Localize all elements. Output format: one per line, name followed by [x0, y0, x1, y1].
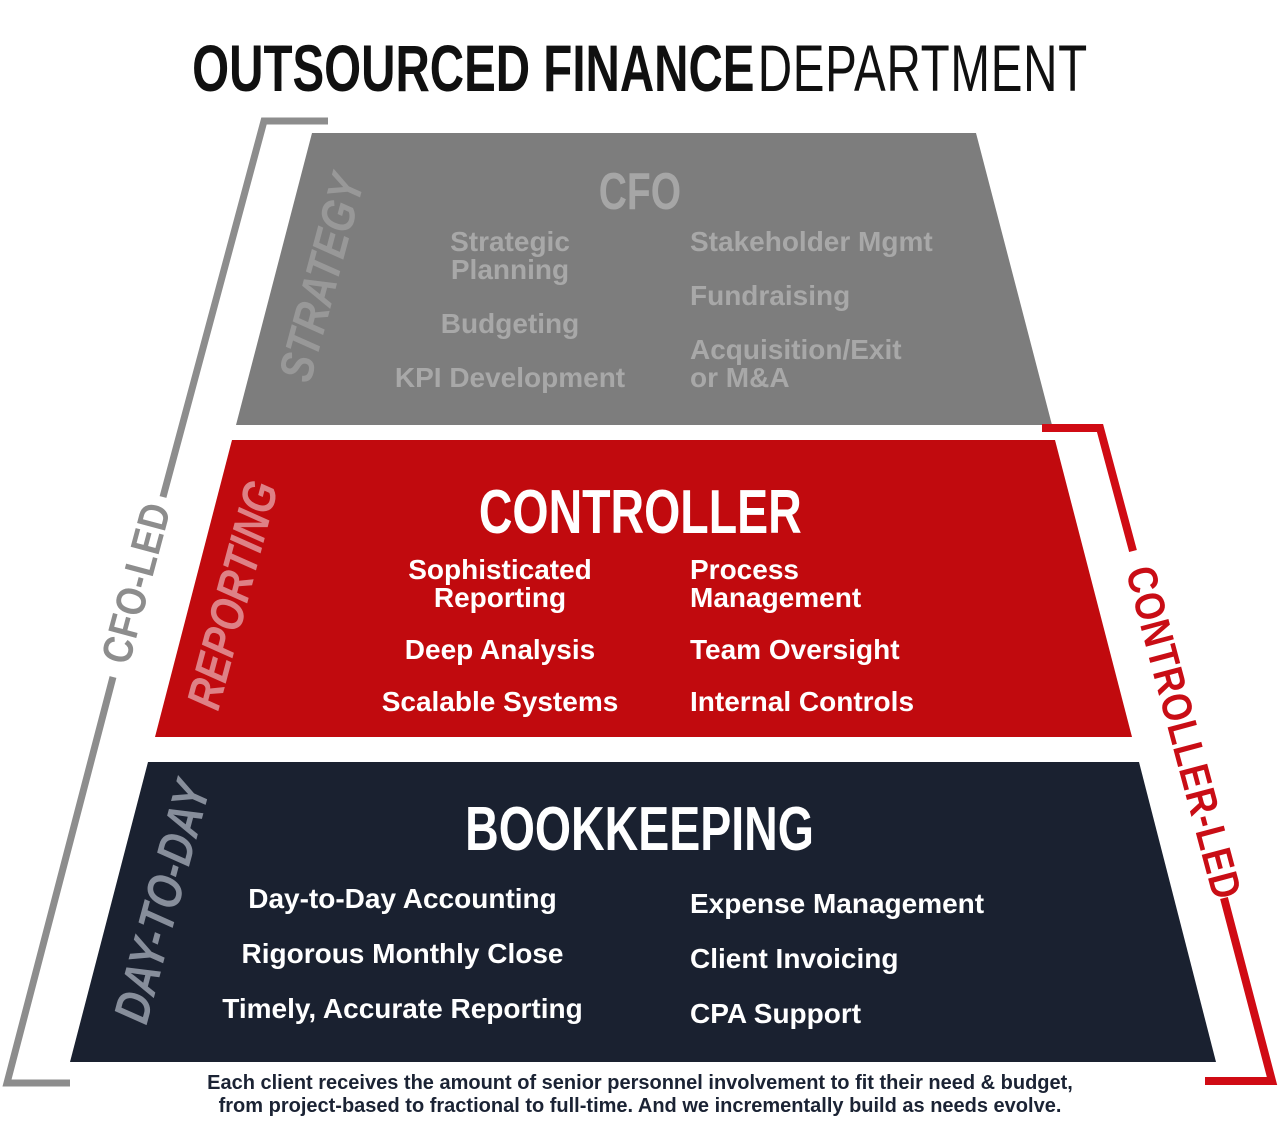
pyramid-item-line: Acquisition/Exit	[690, 334, 902, 365]
pyramid-item: Scalable Systems	[382, 688, 619, 716]
pyramid-item-line: Rigorous Monthly Close	[241, 938, 564, 969]
footer-caption-line2: from project-based to fractional to full…	[218, 1095, 1062, 1117]
pyramid-item: Deep Analysis	[405, 636, 595, 664]
pyramid-item-line: Reporting	[433, 582, 567, 613]
pyramid-item-line: Planning	[450, 254, 570, 285]
tier-controller-shape	[155, 440, 1132, 737]
pyramid-item: Client Invoicing	[690, 945, 898, 973]
pyramid-item-line: Process	[690, 554, 799, 585]
pyramid-item-line: or M&A	[690, 362, 790, 393]
pyramid-item-line: CPA Support	[690, 998, 862, 1029]
pyramid-item-line: Stakeholder Mgmt	[690, 226, 933, 257]
page-title-light: DEPARTMENT	[757, 31, 1088, 105]
pyramid-item: Timely, Accurate Reporting	[222, 995, 582, 1023]
pyramid-item-line: Strategic	[450, 226, 570, 257]
pyramid-item-line: Scalable Systems	[381, 686, 619, 717]
pyramid-item-line: Client Invoicing	[690, 943, 899, 974]
pyramid-item-line: KPI Development	[394, 362, 626, 393]
pyramid-item: Day-to-Day Accounting	[248, 885, 557, 913]
pyramid-item: Expense Management	[690, 890, 984, 918]
pyramid-item: Team Oversight	[690, 636, 900, 664]
footer-caption: Each client receives the amount of senio…	[0, 1072, 1280, 1118]
tier-title-cfo: CFO	[0, 162, 1280, 222]
pyramid-item-line: Budgeting	[440, 308, 580, 339]
tier-title-cfo-text: CFO	[598, 163, 682, 221]
page-title-heavy: OUTSOURCED FINANCE	[192, 31, 755, 105]
right-bracket-lower-line	[1205, 896, 1278, 1085]
tier-title-controller-text: CONTROLLER	[478, 478, 802, 547]
pyramid-item: Fundraising	[690, 282, 850, 310]
pyramid-item-line: Team Oversight	[690, 634, 900, 665]
pyramid-item: Internal Controls	[690, 688, 914, 716]
pyramid-item-line: Fundraising	[690, 280, 851, 311]
pyramid-item-line: Timely, Accurate Reporting	[222, 993, 583, 1024]
pyramid-item: Budgeting	[441, 310, 579, 338]
page-title: OUTSOURCED FINANCE DEPARTMENT	[0, 30, 1280, 106]
pyramid-item-line: Management	[690, 582, 862, 613]
tier-title-bookkeeping-text: BOOKKEEPING	[465, 795, 815, 864]
pyramid-item: Stakeholder Mgmt	[690, 228, 933, 256]
pyramid-item-line: Internal Controls	[690, 686, 915, 717]
pyramid-item-line: Deep Analysis	[404, 634, 596, 665]
tier-bookkeeping-shape	[70, 762, 1216, 1062]
pyramid-item: Rigorous Monthly Close	[242, 940, 564, 968]
pyramid-item-line: Sophisticated	[408, 554, 592, 585]
pyramid-item-line: Day-to-Day Accounting	[248, 883, 557, 914]
tier-cfo-shape	[236, 133, 1052, 425]
right-bracket-upper-line	[1042, 424, 1137, 553]
pyramid-item-line: Expense Management	[690, 888, 985, 919]
tier-title-bookkeeping: BOOKKEEPING	[0, 794, 1280, 865]
tier-title-controller: CONTROLLER	[0, 477, 1280, 548]
footer-caption-line1: Each client receives the amount of senio…	[207, 1072, 1073, 1094]
left-bracket-upper-line	[159, 117, 328, 498]
pyramid-item: KPI Development	[395, 364, 625, 392]
pyramid-item: CPA Support	[690, 1000, 861, 1028]
left-bracket-lower-line	[2, 676, 117, 1087]
